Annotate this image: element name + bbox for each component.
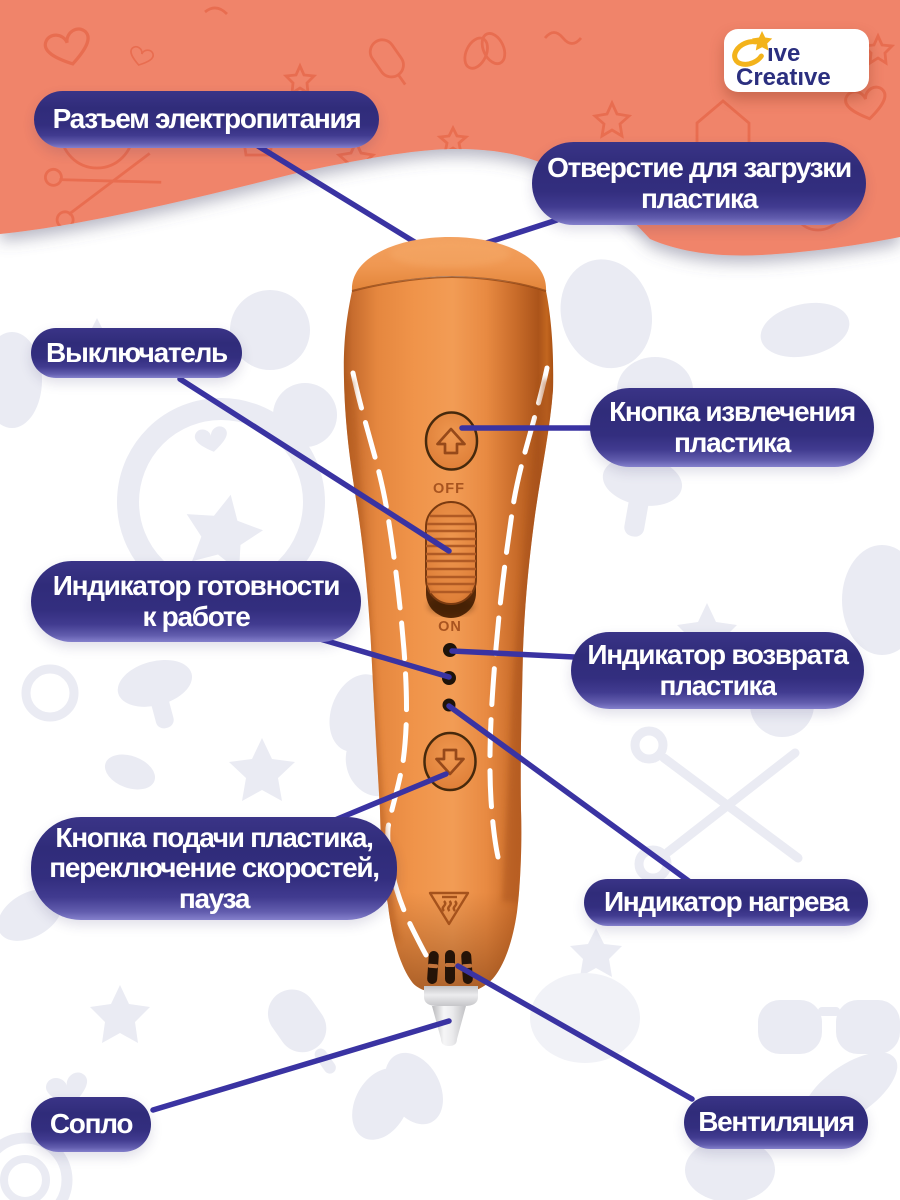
svg-text:ıve: ıve: [767, 40, 800, 67]
svg-text:OFF: OFF: [433, 481, 465, 497]
svg-text:Creatıve: Creatıve: [736, 64, 831, 91]
svg-text:ON: ON: [438, 619, 462, 635]
